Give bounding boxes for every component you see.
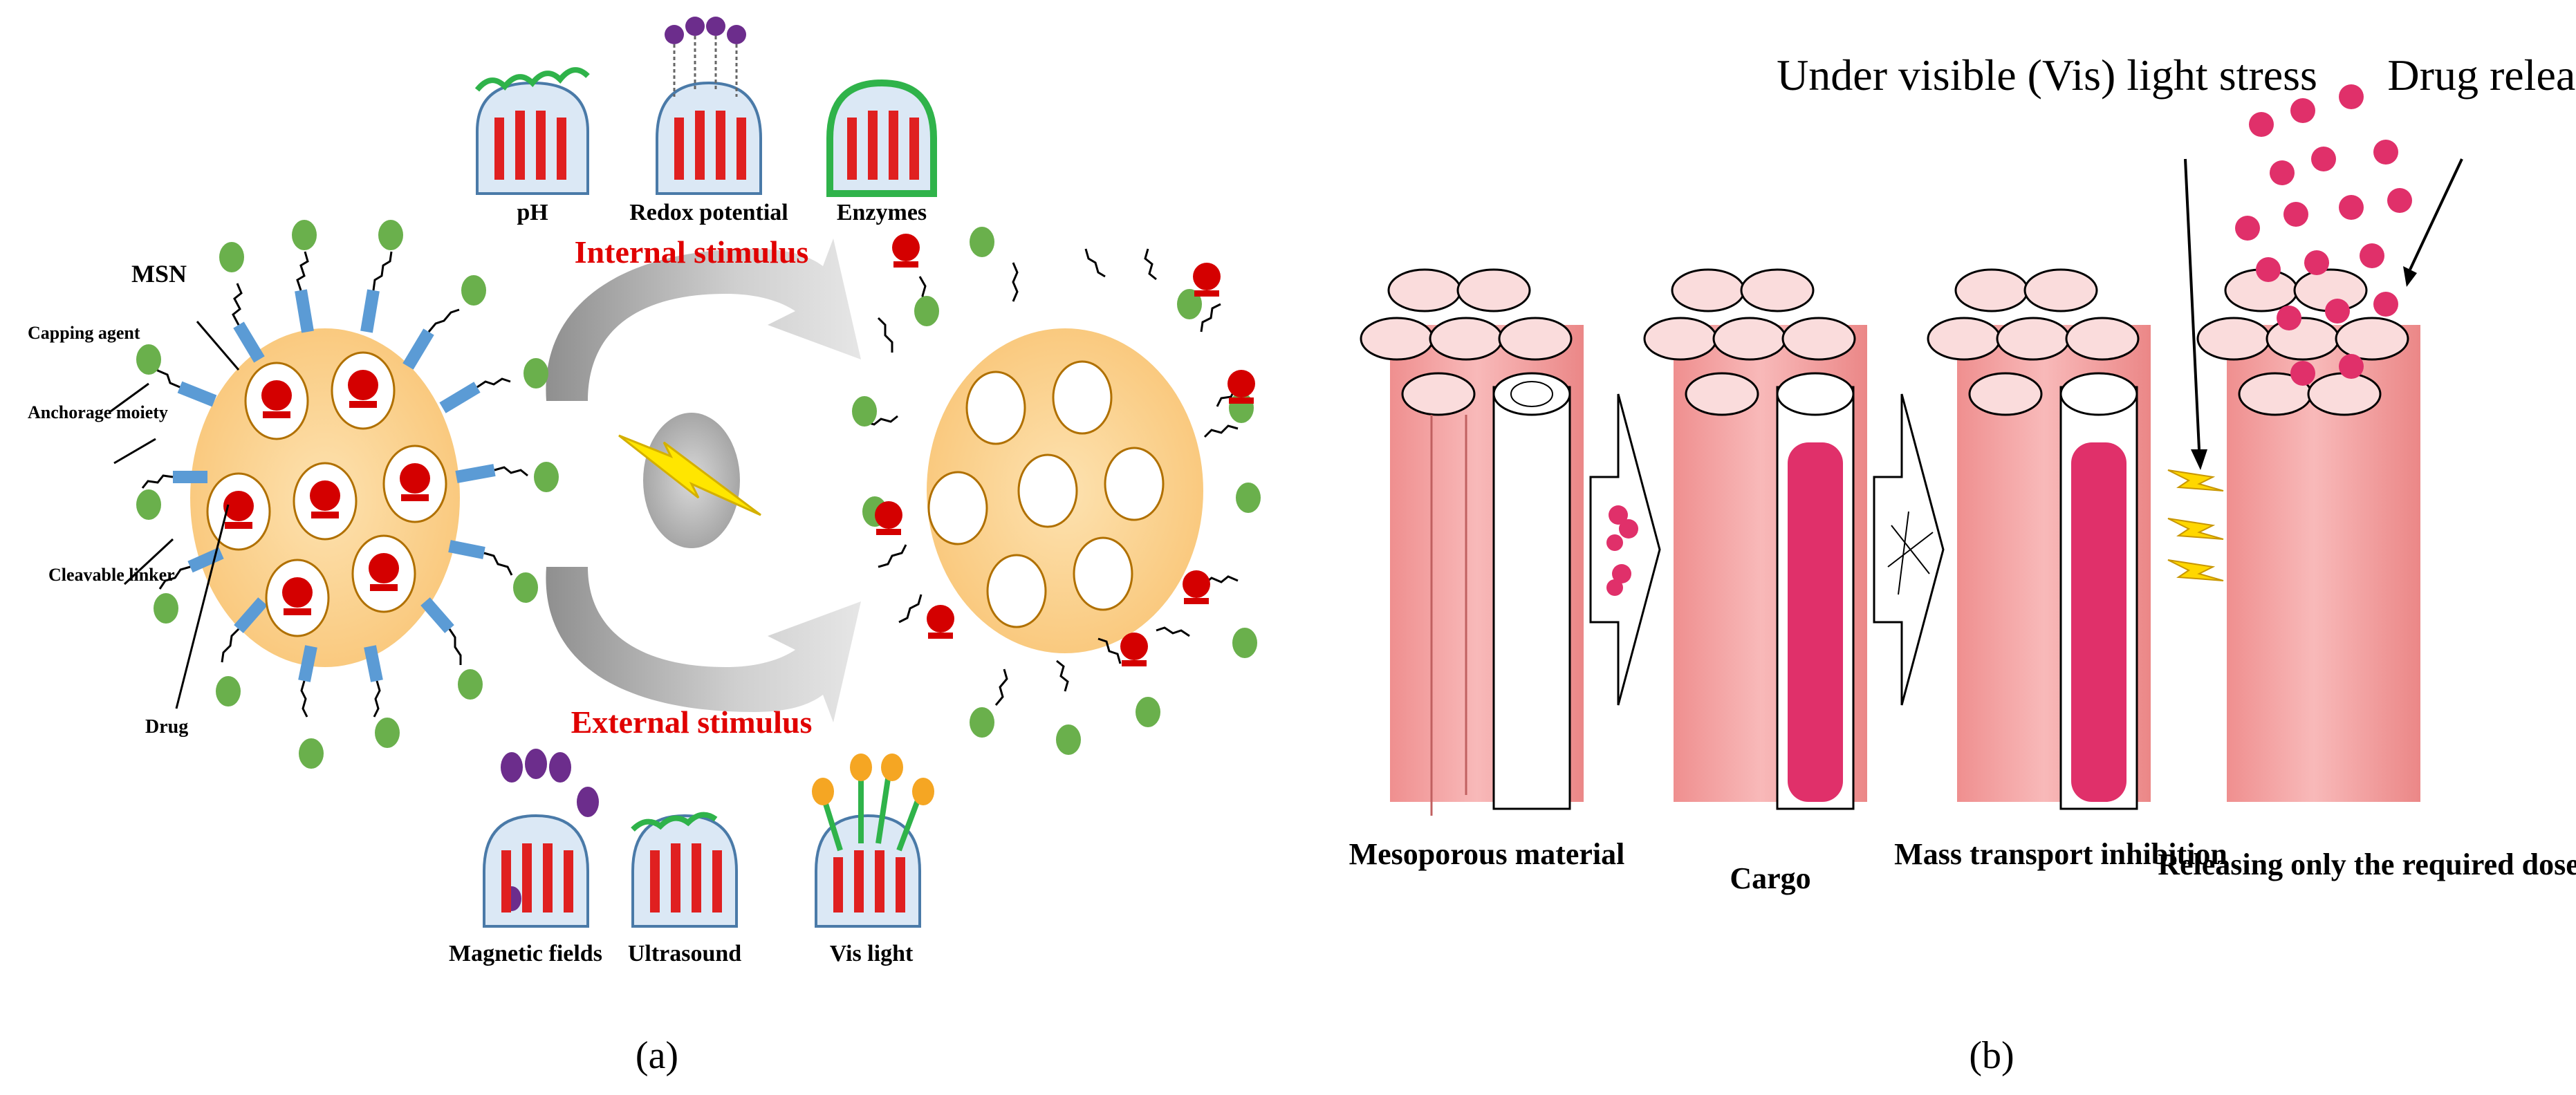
panel-b: Under visible (Vis) light stress Drug re…	[1349, 50, 2576, 1077]
label-cleavable-linker: Cleavable linker	[48, 565, 175, 585]
stage-inhibition-bundle	[1927, 268, 2151, 810]
enzyme-icon	[826, 79, 937, 197]
drug-pores	[206, 351, 447, 637]
stage-label-3: Mass transport inhibition	[1894, 837, 2227, 871]
vis-light-icon	[812, 754, 934, 928]
stage-mesoporous-bundle	[1360, 268, 1584, 816]
cycle-arrows	[546, 238, 861, 722]
callout-release-arrow	[2409, 158, 2463, 270]
released-caps	[852, 227, 1261, 755]
cargo-molecules	[1788, 442, 1843, 802]
stage-release-bundle	[2196, 84, 2420, 802]
magnetic-field-icon	[483, 749, 599, 928]
msn-particle-released	[852, 227, 1261, 755]
anchorage-moieties	[173, 289, 496, 682]
capping-agents	[136, 220, 559, 769]
lightning-bolt-icon	[618, 434, 761, 516]
vis-light-bolts	[2167, 469, 2224, 581]
external-stimulus-heading: External stimulus	[571, 704, 813, 740]
redox-icon	[656, 17, 762, 195]
bottom-cycle-arrow	[546, 567, 861, 722]
panel-b-label: (b)	[1969, 1034, 2014, 1077]
free-linkers	[864, 248, 1245, 706]
label-anchorage-moiety: Anchorage moiety	[28, 402, 168, 422]
process-arrow-1	[1589, 393, 1661, 706]
callout-drug-release: Drug release	[2387, 50, 2576, 100]
internal-item-redox: Redox potential	[629, 200, 788, 225]
internal-stimulus-heading: Internal stimulus	[575, 234, 809, 270]
callout-light-arrow	[2184, 158, 2200, 450]
label-capping-agent: Capping agent	[28, 323, 140, 343]
external-item-magnetic: Magnetic fields	[449, 941, 602, 966]
cleavable-linkers	[141, 251, 528, 718]
internal-item-ph: pH	[517, 200, 548, 225]
empty-pores	[927, 360, 1165, 628]
external-item-ultrasound: Ultrasound	[628, 941, 741, 966]
stage-label-2: Cargo	[1730, 861, 1810, 895]
stage-label-1: Mesoporous material	[1349, 837, 1625, 871]
internal-item-enzymes: Enzymes	[837, 200, 927, 225]
panel-a-label: (a)	[636, 1034, 678, 1077]
drug-icons	[223, 370, 430, 615]
external-item-vis-light: Vis light	[830, 941, 914, 966]
top-cycle-arrow	[546, 238, 861, 401]
external-stimulus-icons	[483, 749, 934, 928]
panel-a: MSN Capping agent Anchorage moiety Cleav…	[28, 17, 1261, 1077]
ph-icon	[474, 67, 590, 195]
callout-light-stress: Under visible (Vis) light stress	[1777, 50, 2317, 100]
stage-cargo-bundle	[1643, 268, 1867, 810]
released-molecules	[2235, 84, 2412, 386]
stage-label-4: Releasing only the required dose	[2158, 848, 2576, 881]
label-msn: MSN	[131, 260, 187, 288]
process-arrow-2	[1873, 393, 1945, 706]
annotation-arrows	[110, 321, 240, 709]
internal-stimulus-icons	[474, 17, 937, 197]
released-drugs	[875, 234, 1255, 666]
msn-particle-capped	[136, 220, 559, 769]
label-drug: Drug	[145, 716, 188, 738]
ultrasound-icon	[631, 812, 738, 928]
